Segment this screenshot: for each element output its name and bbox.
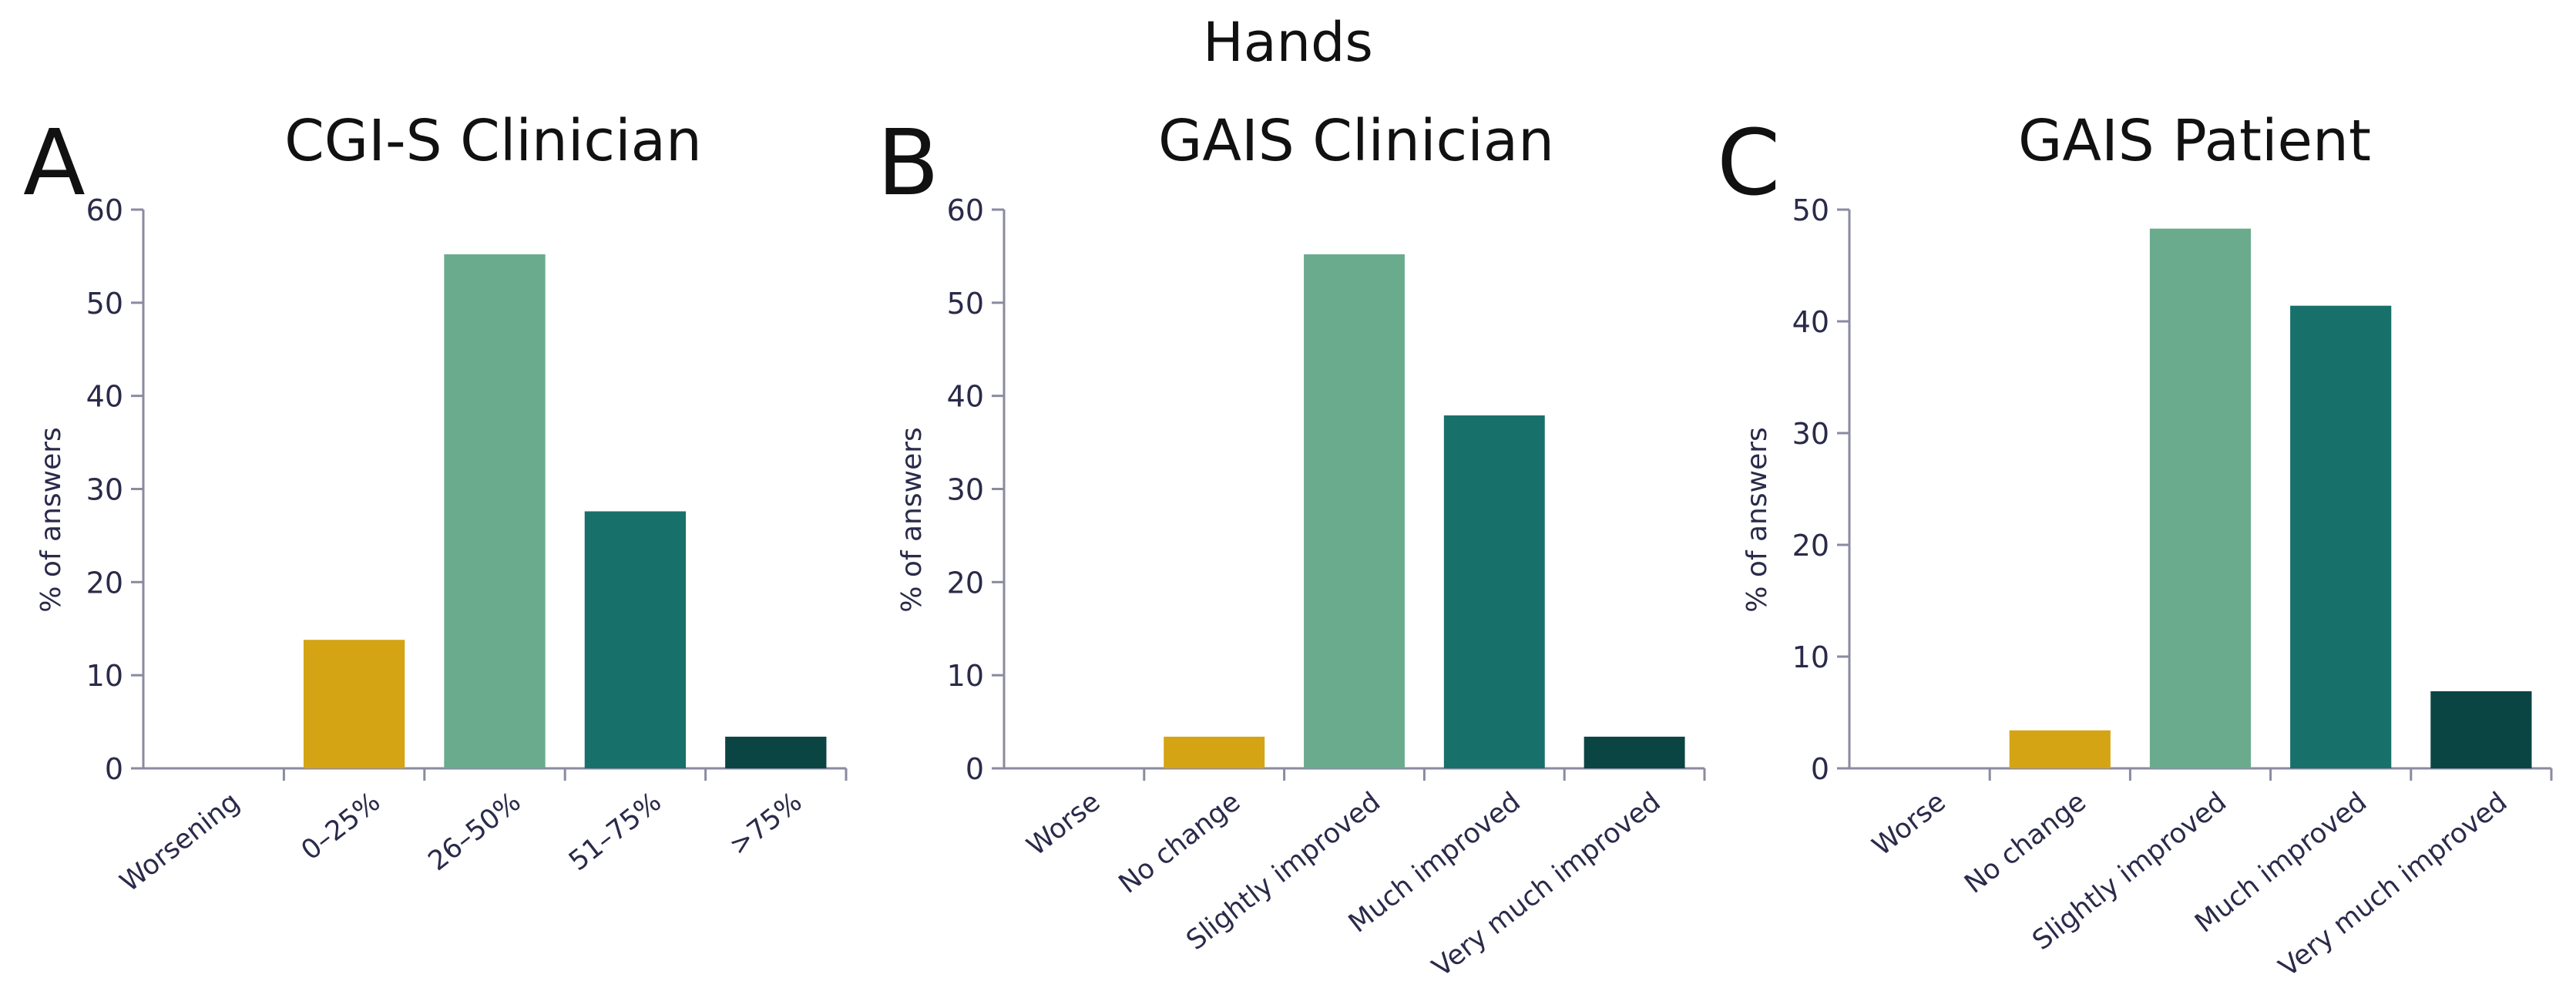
chart-title: CGI-S Clinician (284, 108, 702, 174)
y-tick-label: 40 (1792, 305, 1829, 339)
chart-panel-a: A CGI-S Clinician 0 10 20 30 40 50 60 % of answer… (23, 108, 848, 899)
chart-panel-b: B GAIS Clinician 0 10 20 30 40 50 60 % of answers… (877, 108, 1706, 983)
y-tick-label: 30 (86, 473, 123, 507)
bar (1304, 254, 1405, 768)
bar (725, 736, 827, 768)
x-tick-label: 51–75% (563, 787, 667, 878)
x-tick-label: Worsening (115, 787, 246, 899)
x-tick-label: 0–25% (296, 787, 386, 867)
chart-title: GAIS Clinician (1158, 108, 1554, 174)
x-tick-label: Very much improved (1427, 787, 1667, 983)
x-tick-label: Very much improved (2273, 787, 2513, 983)
y-tick-label: 10 (947, 659, 984, 693)
y-tick-label: 10 (86, 659, 123, 693)
y-axis-label: % of answers (1741, 427, 1773, 613)
y-tick-label: 20 (1792, 529, 1829, 563)
y-tick-label: 20 (86, 566, 123, 600)
y-tick-label: 50 (86, 287, 123, 321)
y-tick-label: 50 (947, 287, 984, 321)
bar (444, 254, 546, 768)
y-axis-label: % of answers (35, 427, 67, 613)
chart-title: GAIS Patient (2018, 108, 2371, 174)
bar (1164, 736, 1265, 768)
y-tick-label: 10 (1792, 640, 1829, 674)
x-tick-label: Worse (1867, 787, 1952, 862)
bar (303, 640, 405, 768)
bar (1443, 415, 1545, 768)
panel-letter: A (23, 109, 86, 216)
panel-letter: B (877, 109, 939, 216)
y-axis-label: % of answers (896, 427, 928, 613)
y-tick-label: 50 (1792, 193, 1829, 227)
y-tick-label: 40 (86, 380, 123, 414)
y-tick-label: 60 (86, 193, 123, 227)
bar (584, 511, 687, 768)
bar (2430, 691, 2532, 768)
y-tick-label: 30 (1792, 417, 1829, 451)
y-tick-label: 40 (947, 380, 984, 414)
y-tick-label: 30 (947, 473, 984, 507)
y-tick-label: 0 (105, 752, 123, 786)
x-tick-label: No change (1959, 787, 2091, 900)
x-tick-label: 26–50% (423, 787, 527, 878)
bar (2290, 305, 2392, 768)
chart-panel-c: C GAIS Patient 0 10 20 30 40 50 % of answersWors… (1717, 108, 2553, 983)
bar (2009, 730, 2111, 768)
bar (2149, 228, 2252, 768)
y-tick-label: 60 (947, 193, 984, 227)
figure-title: Hands (1203, 11, 1373, 74)
panel-letter: C (1717, 109, 1780, 216)
y-tick-label: 20 (947, 566, 984, 600)
x-tick-label: No change (1113, 787, 1246, 900)
y-tick-label: 0 (1811, 752, 1829, 786)
x-tick-label: Worse (1022, 787, 1107, 862)
x-tick-label: >75% (724, 787, 808, 862)
y-tick-label: 0 (966, 752, 984, 786)
bar (1584, 736, 1685, 768)
